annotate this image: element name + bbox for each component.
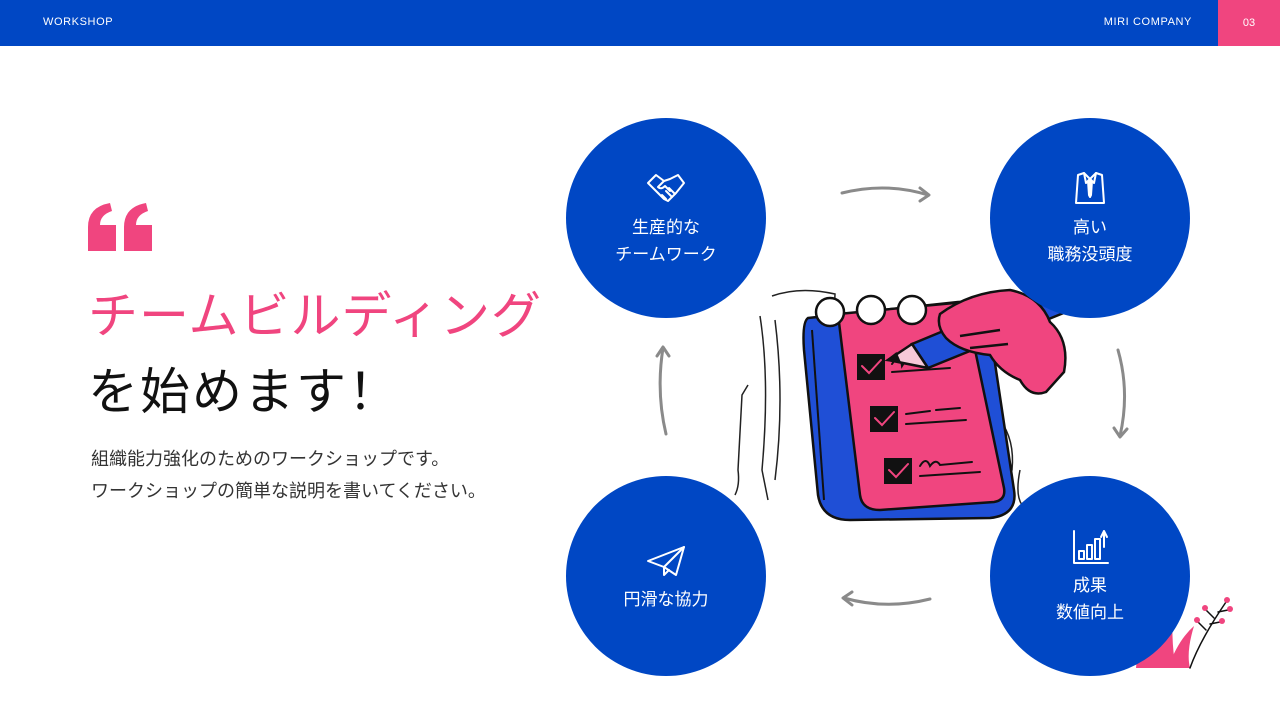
cycle-label-line-1: 高い [1073,218,1107,238]
paper-plane-icon [647,545,685,576]
section-label: WORKSHOP [43,16,114,28]
cycle-label-line-2: チームワーク [615,245,717,265]
description-line-2: ワークショップの簡単な説明を書いてください。 [91,481,486,502]
cycle-label-line-2: 数値向上 [1056,603,1124,623]
cycle-label-line-1: 円滑な協力 [623,589,709,610]
cycle-label-line-1: 生産的な [632,218,700,238]
company-name: MIRI COMPANY [1103,16,1192,28]
page-number: 03 [1218,0,1280,46]
title-line-2: を始めます！ [88,363,400,421]
handshake-icon [647,174,685,202]
shirt-tie-icon [1075,172,1105,204]
description: 組織能力強化のためのワークショップです。 ワークショップの簡単な説明を書いてくだ… [91,444,486,508]
cycle-label-line-2: 職務没頭度 [1047,245,1133,265]
growth-chart-icon [1073,530,1109,564]
cycle-item-engagement: 高い 職務没頭度 [990,118,1190,318]
description-line-1: 組織能力強化のためのワークショップです。 [91,449,450,470]
cycle-item-cooperation: 円滑な協力 [566,476,766,676]
sketch-pages [734,289,1023,506]
top-bar: WORKSHOP MIRI COMPANY 03 [0,0,1280,46]
cycle-label-line-1: 成果 [1073,576,1107,596]
cycle-item-results: 成果 数値向上 [990,476,1190,676]
quote-mark-icon [88,203,152,251]
title-line-1: チームビルディング [88,287,542,345]
checklist [857,354,981,484]
cycle-item-teamwork: 生産的な チームワーク [566,118,766,318]
